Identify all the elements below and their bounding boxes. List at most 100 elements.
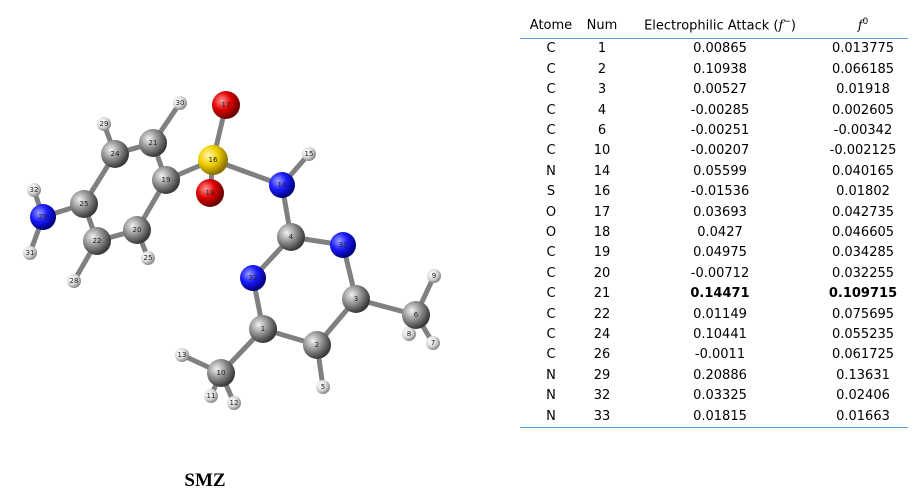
cell-num: 24: [593, 327, 611, 343]
atom-number-label: 7: [431, 339, 435, 347]
nitrogen-sphere: [330, 232, 356, 258]
header-f0-sup: 0: [862, 17, 869, 27]
header-f0: f0: [818, 14, 908, 40]
cell-atome: C: [546, 143, 556, 159]
cell-f-minus: 0.00527: [693, 82, 747, 98]
hydrogen-atom: 13: [175, 348, 189, 362]
molecule-3d-model: 3132302925281551397811122421222025192917…: [23, 91, 441, 410]
cell-f-minus: -0.00712: [690, 265, 750, 281]
carbon-atom: 20: [123, 216, 151, 244]
atom-number-label: 32: [30, 186, 39, 194]
cell-f0: 0.032255: [831, 265, 895, 281]
hydrogen-sphere: [141, 251, 155, 265]
cell-atome: C: [546, 102, 556, 118]
cell-f-minus: 0.01149: [693, 306, 747, 322]
cell-num: 33: [582, 406, 622, 429]
carbon-atom: 10: [207, 359, 235, 387]
header-num: Num: [582, 14, 622, 40]
cell-f-minus: 0.20886: [693, 367, 747, 383]
carbon-sphere: [277, 223, 305, 251]
cell-f0: 0.01802: [836, 184, 890, 200]
cell-atome: N: [520, 406, 582, 429]
cell-f-minus: 0.01815: [622, 406, 818, 429]
cell-atome: C: [546, 245, 556, 261]
header-electrophilic-close: ): [790, 18, 796, 34]
cell-atome: C: [546, 286, 556, 302]
cell-num: 17: [593, 204, 611, 220]
hydrogen-atom: 9: [427, 269, 441, 283]
carbon-sphere: [249, 315, 277, 343]
hydrogen-atom: 29: [97, 117, 111, 131]
carbon-atom: 4: [277, 223, 305, 251]
cell-f-minus: 0.10441: [693, 327, 747, 343]
hydrogen-atom: 11: [204, 389, 218, 403]
atom-number-label: 14: [278, 181, 287, 189]
cell-f0: 0.01918: [836, 82, 890, 98]
hydrogen-sphere: [427, 269, 441, 283]
cell-f-minus: 0.0427: [697, 224, 743, 240]
atom-number-label: 16: [209, 156, 218, 164]
cell-num: 22: [593, 306, 611, 322]
oxygen-atom: 17: [212, 91, 240, 119]
sulfur-sphere: [198, 145, 228, 175]
atom-number-label: 30: [176, 99, 185, 107]
atom-number-label: 13: [178, 351, 187, 359]
cell-atome: C: [546, 61, 556, 77]
hydrogen-sphere: [67, 274, 81, 288]
header-atome: Atome: [520, 14, 582, 40]
atom-number-label: 25: [144, 254, 153, 262]
hydrogen-sphere: [316, 380, 330, 394]
nitrogen-atom: 33: [330, 232, 356, 258]
cell-f0: 0.042735: [831, 204, 895, 220]
cell-num: 29: [593, 367, 611, 383]
oxygen-atom: 18: [196, 179, 224, 207]
hydrogen-atom: 7: [426, 336, 440, 350]
hydrogen-sphere: [97, 117, 111, 131]
hydrogen-atom: 25: [141, 251, 155, 265]
atom-number-label: 19: [162, 176, 171, 184]
cell-f-minus: -0.0011: [694, 347, 746, 363]
hydrogen-sphere: [204, 389, 218, 403]
carbon-atom: 6: [402, 301, 430, 329]
cell-num: 6: [597, 122, 607, 138]
atom-number-label: 2: [315, 341, 319, 349]
carbon-atom: 25: [70, 190, 98, 218]
cell-num: 16: [593, 184, 611, 200]
cell-atome: O: [545, 204, 557, 220]
hydrogen-atom: 5: [316, 380, 330, 394]
cell-f0: 0.046605: [831, 224, 895, 240]
atom-number-label: 31: [26, 249, 35, 257]
cell-num: 14: [593, 163, 611, 179]
header-electrophilic-sup: −: [783, 17, 791, 27]
carbon-sphere: [70, 190, 98, 218]
carbon-atom: 24: [101, 140, 129, 168]
cell-num: 3: [597, 82, 607, 98]
cell-num: 1: [597, 41, 607, 57]
atom-number-label: 18: [206, 189, 215, 197]
cell-f0: 0.055235: [831, 327, 895, 343]
cell-f0: 0.066185: [831, 61, 895, 77]
nitrogen-sphere: [30, 204, 56, 230]
cell-atome: N: [546, 388, 556, 404]
oxygen-sphere: [196, 179, 224, 207]
atom-number-label: 29: [39, 213, 48, 221]
atom-number-label: 28: [70, 277, 79, 285]
hydrogen-sphere: [175, 348, 189, 362]
atom-number-label: 17: [222, 101, 231, 109]
cell-num: 18: [593, 224, 611, 240]
cell-atome: C: [546, 41, 556, 57]
carbon-sphere: [303, 331, 331, 359]
hydrogen-atom: 28: [67, 274, 81, 288]
atom-number-label: 12: [230, 399, 239, 407]
cell-num: 10: [593, 143, 611, 159]
atom-number-label: 32: [249, 274, 258, 282]
header-electrophilic-text: Electrophilic Attack (: [644, 18, 779, 34]
nitrogen-sphere: [240, 265, 266, 291]
cell-f0: 0.075695: [831, 306, 895, 322]
cell-f0: 0.02406: [836, 388, 890, 404]
cell-atome: C: [546, 265, 556, 281]
